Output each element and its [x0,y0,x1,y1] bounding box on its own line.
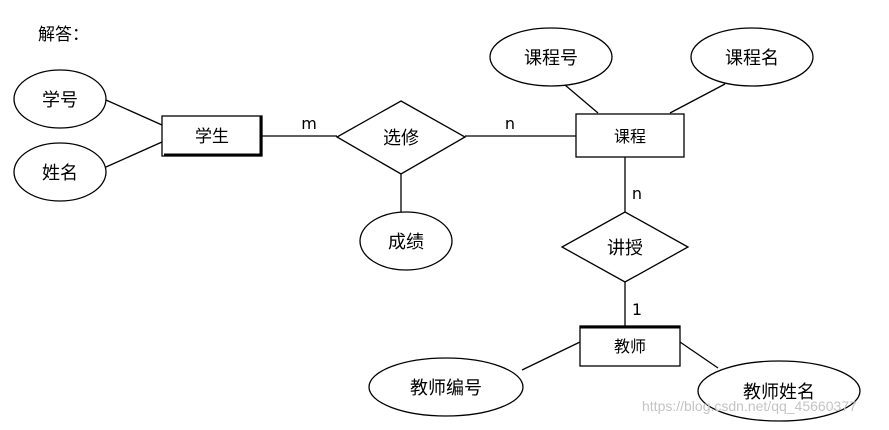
attribute-teacher-name: 教师姓名 [697,360,861,422]
line-course-no [564,84,599,114]
entity-course-label: 课程 [614,127,646,146]
line-teacher-no [521,341,581,371]
entity-course: 课程 [575,113,685,158]
cardinality-course-teach: n [632,184,642,203]
line-student-name [105,141,163,168]
answer-heading: 解答： [38,25,89,45]
entity-teacher: 教师 [579,325,681,367]
attribute-student-no: 学号 [13,69,107,129]
relationship-teach: 讲授 [560,211,690,283]
attribute-course-no-label: 课程号 [524,48,578,69]
attribute-course-name: 课程名 [690,27,814,87]
attribute-teacher-no-label: 教师编号 [410,378,482,399]
line-teacher-name [679,341,719,369]
cardinality-select-course: n [505,114,515,133]
attribute-course-name-label: 课程名 [725,48,779,69]
relationship-select-label: 选修 [383,128,419,149]
relationship-select: 选修 [335,100,467,175]
attribute-student-name-label: 姓名 [42,163,78,184]
connector-lines [105,83,726,371]
attribute-grade: 成绩 [359,211,453,271]
attribute-student-name: 姓名 [13,142,107,202]
attribute-grade-label: 成绩 [388,232,424,253]
attribute-student-no-label: 学号 [42,90,78,111]
attribute-course-no: 课程号 [489,27,613,87]
attribute-teacher-no: 教师编号 [368,357,524,417]
cardinality-teach-teacher: 1 [632,300,642,319]
entity-teacher-label: 教师 [614,337,646,356]
watermark: https://blog.csdn.net/qq_45660377 [642,398,857,414]
relationship-teach-label: 讲授 [607,238,643,259]
entity-student-label: 学生 [195,127,229,147]
entity-student: 学生 [161,115,263,157]
line-student-no [105,99,163,126]
line-course-name [669,83,726,114]
cardinality-student-select: m [301,114,317,133]
attribute-teacher-name-label: 教师姓名 [743,382,815,403]
